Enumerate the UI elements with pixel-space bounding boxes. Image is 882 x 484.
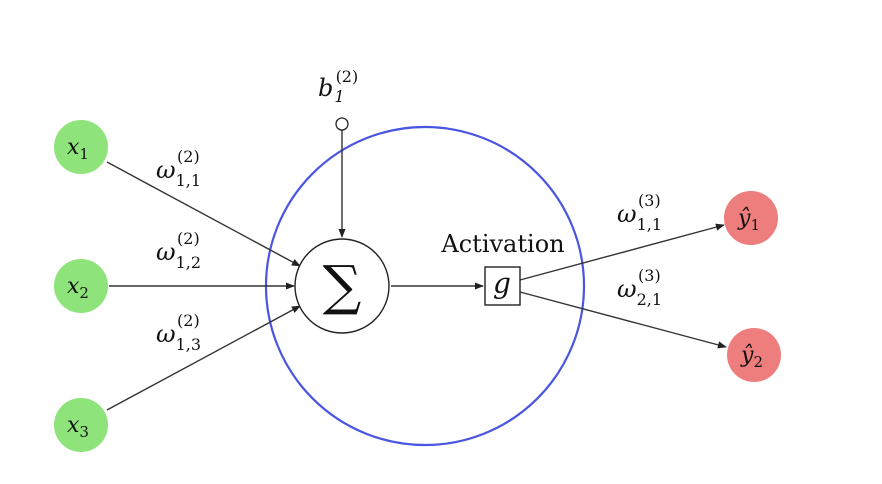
input-label-x2: x2 (67, 274, 89, 302)
weight-label-w11-3: ω1,1(3) (617, 191, 662, 234)
sum-node (294, 238, 390, 334)
weight-label-w13-2: ω1,3(2) (156, 311, 201, 354)
output-nodes: ŷ1 ŷ2 (724, 191, 781, 382)
activation-box (484, 266, 521, 306)
input-weights: ω1,1(2) ω1,2(2) ω1,3(2) (156, 147, 201, 354)
input-node-x1 (54, 120, 108, 174)
input-label-x1: x1 (67, 135, 89, 163)
weight-label-w12-2: ω1,2(2) (156, 229, 201, 272)
output-label-y2: ŷ2 (740, 343, 763, 371)
edge-x1-sum (106, 161, 301, 267)
edge-x3-sum (106, 305, 301, 411)
input-node-x3 (54, 398, 108, 452)
edge-activation-y2 (519, 291, 727, 349)
output-node-y2 (727, 328, 781, 382)
edge-activation-y1 (519, 223, 725, 281)
input-label-x3: x3 (67, 413, 89, 441)
weight-label-w11-2: ω1,1(2) (156, 147, 201, 190)
bias-node (335, 117, 349, 131)
input-nodes: x1 x2 x3 (54, 120, 108, 452)
activation-label: Activation (440, 230, 564, 258)
output-label-y1: ŷ1 (737, 206, 760, 234)
activation-symbol: g (493, 267, 511, 300)
weight-label-w21-3: ω2,1(3) (617, 266, 662, 309)
input-node-x2 (54, 259, 108, 313)
edges (106, 130, 727, 411)
sum-symbol: ∑ (323, 254, 362, 317)
output-weights: ω1,1(3) ω2,1(3) (617, 191, 662, 309)
output-node-y1 (724, 191, 778, 245)
bias-label: b1(2) (318, 67, 358, 106)
